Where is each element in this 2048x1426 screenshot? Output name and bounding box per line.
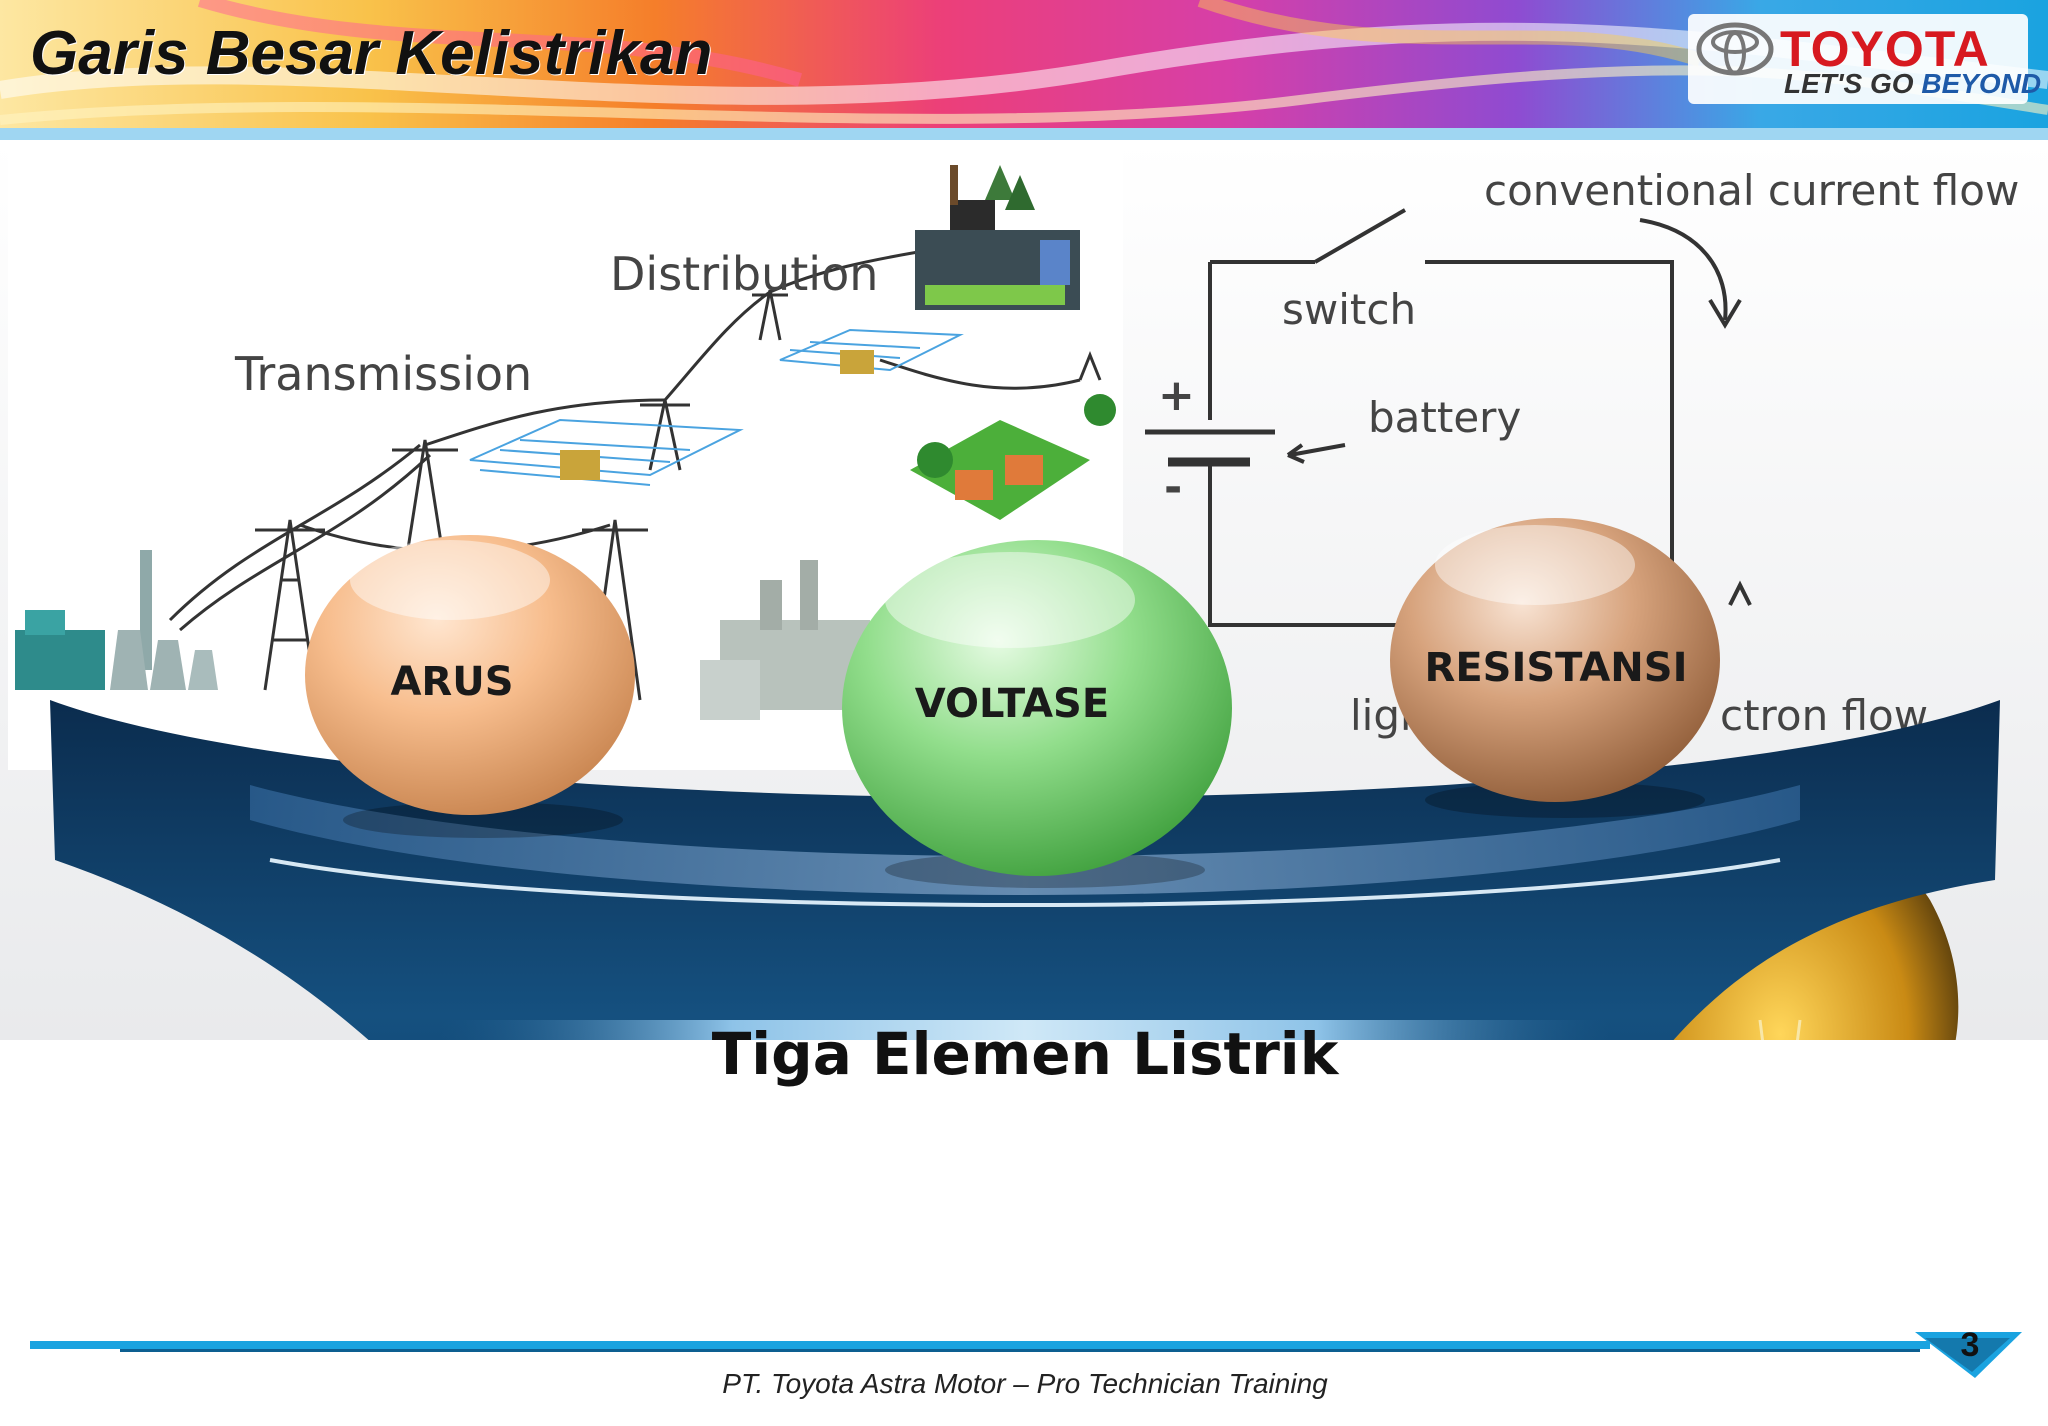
power-plant-icon [15, 550, 218, 690]
toyota-emblem-icon [1696, 22, 1774, 76]
transmission-label: Transmission [234, 347, 532, 401]
page-number: 3 [1960, 1326, 1980, 1364]
footer-line [30, 1332, 2022, 1378]
label-resistansi: RESISTANSI [1424, 645, 1688, 691]
battery-label: battery [1368, 393, 1521, 442]
plus-sign: + [1158, 370, 1195, 421]
tagline-left: LET'S GO [1784, 68, 1914, 99]
toyota-tagline: LET'S GO BEYOND [1784, 68, 2041, 100]
switch-label: switch [1282, 285, 1416, 334]
sphere-arus [305, 535, 635, 838]
footer-text: PT. Toyota Astra Motor – Pro Technician … [722, 1368, 1328, 1399]
conventional-flow-label: conventional current flow [1484, 166, 2019, 215]
sphere-voltase [842, 540, 1232, 888]
sphere-resistansi [1390, 518, 1720, 818]
transformer-icon [840, 350, 874, 374]
toyota-brand-text: TOYOTA [1780, 21, 1990, 77]
main-heading: Tiga Elemen Listrik [711, 1020, 1339, 1088]
circuit-diagram [1145, 208, 1752, 657]
tagline-right: BEYOND [1921, 68, 2042, 99]
distribution-label: Distribution [610, 247, 878, 301]
slide-title: Garis Besar Kelistrikan [30, 19, 713, 88]
minus-sign: - [1164, 462, 1182, 513]
label-arus: ARUS [390, 659, 514, 705]
transformer-icon [560, 450, 600, 480]
label-voltase: VOLTASE [914, 681, 1110, 727]
houses-icon [910, 394, 1116, 520]
main-illustration: Transmission Distribution conventional c… [0, 140, 2048, 1040]
factory-icon [915, 165, 1080, 310]
